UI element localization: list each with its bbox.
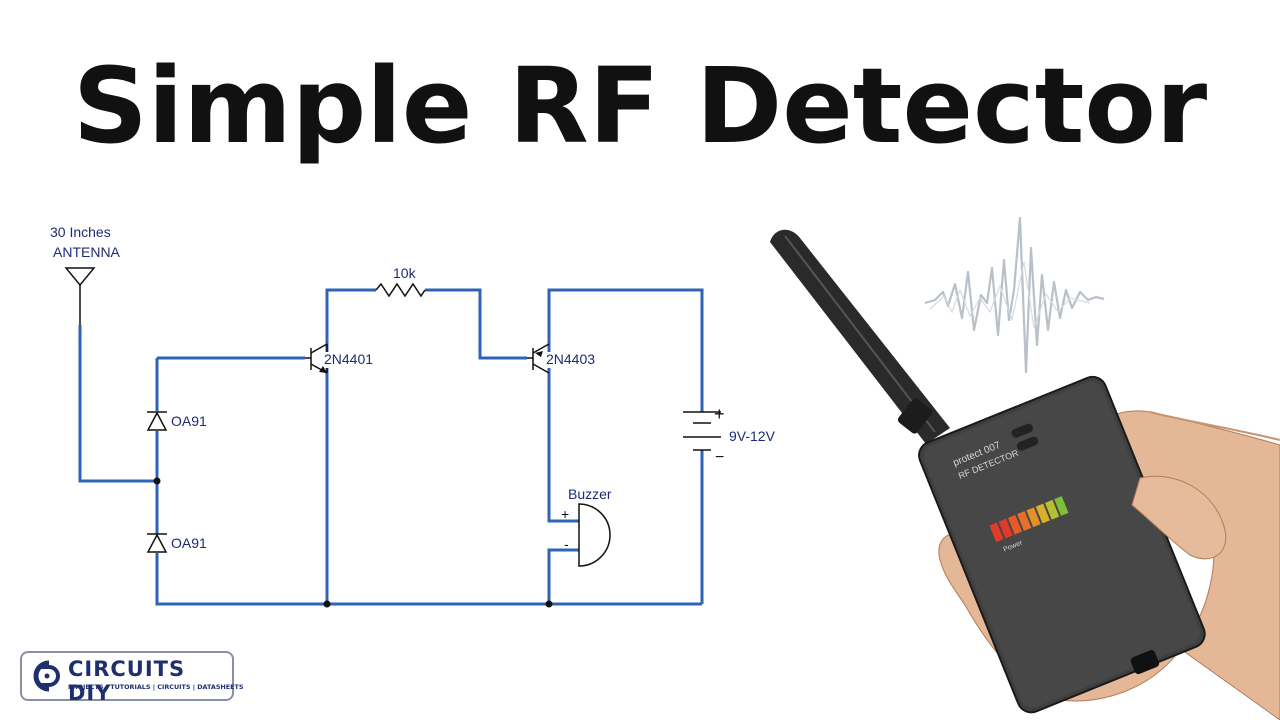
rf-waveform-graphic: [924, 216, 1105, 374]
logo-tagline: PROJECTS | TUTORIALS | CIRCUITS | DATASH…: [68, 683, 244, 691]
battery: + − 9V-12V: [683, 404, 776, 466]
device-antenna: [770, 229, 950, 444]
resistor-label: 10k: [393, 265, 417, 281]
buzzer-plus: +: [561, 506, 569, 522]
buzzer: + - Buzzer: [561, 486, 612, 567]
q2-label: 2N4403: [546, 351, 595, 367]
buzzer-label: Buzzer: [568, 486, 612, 502]
schematic-wires: [78, 288, 704, 608]
d1-label: OA91: [171, 413, 207, 429]
d2-label: OA91: [171, 535, 207, 551]
device-led-bar: [989, 496, 1069, 543]
circuits-diy-logo-icon: [33, 660, 60, 692]
transistor-q2: 2N4403: [527, 343, 595, 374]
battery-plus: +: [714, 404, 725, 424]
antenna-symbol: 30 Inches ANTENNA: [50, 224, 121, 325]
battery-label: 9V-12V: [729, 428, 776, 444]
page-title: Simple RF Detector: [72, 45, 1208, 167]
buzzer-minus: -: [564, 536, 569, 552]
antenna-label: ANTENNA: [53, 244, 121, 260]
antenna-length-label: 30 Inches: [50, 224, 111, 240]
diode-d2: OA91: [146, 533, 207, 553]
logo-name: CIRCUITS DIY: [68, 657, 186, 705]
battery-minus: −: [715, 449, 724, 466]
rf-detector-device-illustration: protect 007 RF DETECTOR Power: [770, 229, 1280, 720]
diode-d1: OA91: [146, 411, 207, 431]
resistor-10k: 10k: [375, 265, 426, 298]
q1-label: 2N4401: [324, 351, 373, 367]
transistor-q1: 2N4401: [305, 343, 373, 374]
circuits-diy-logo[interactable]: CIRCUITS DIY PROJECTS | TUTORIALS | CIRC…: [20, 651, 243, 705]
